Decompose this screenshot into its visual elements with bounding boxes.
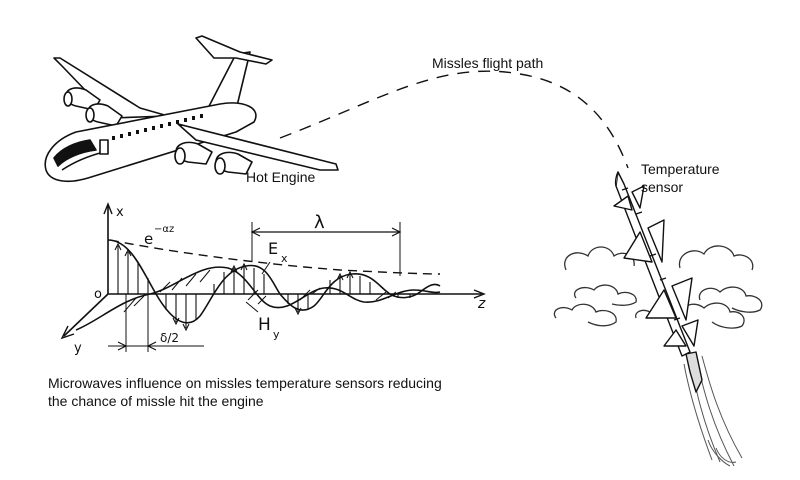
temperature-sensor-label-line1: Temperature [641, 161, 720, 177]
em-wave-diagram [60, 202, 486, 352]
flight-path-label: Missles flight path [432, 55, 543, 71]
origin-label: o [94, 287, 102, 302]
attenuation-exponent: −αz [154, 224, 174, 235]
wavelength-label: λ [314, 212, 325, 233]
temperature-sensor-label-line2: sensor [641, 179, 683, 195]
caption-line-2: the chance of missle hit the engine [48, 393, 264, 409]
x-axis-label: x [116, 205, 124, 220]
e-field-subscript: x [281, 252, 288, 265]
attenuation-envelope [109, 239, 441, 275]
y-axis-label: y [74, 341, 82, 356]
missile-illustration [613, 171, 743, 467]
y-axis-line [63, 293, 109, 337]
z-axis-label: z [477, 296, 486, 312]
hot-engine-label: Hot Engine [246, 169, 315, 185]
skin-depth-label: δ/2 [160, 331, 179, 345]
h-field-subscript: y [273, 328, 280, 341]
airplane-illustration [44, 35, 339, 183]
caption: Microwaves influence on missles temperat… [48, 374, 518, 410]
h-field-label: H [258, 315, 271, 335]
attenuation-label: e [144, 230, 153, 248]
e-field-label: E [268, 239, 278, 258]
missile-flight-path [279, 70, 629, 169]
h-field-wave [75, 266, 441, 331]
cloud-illustration [553, 245, 763, 329]
caption-line-1: Microwaves influence on missles temperat… [48, 375, 442, 391]
